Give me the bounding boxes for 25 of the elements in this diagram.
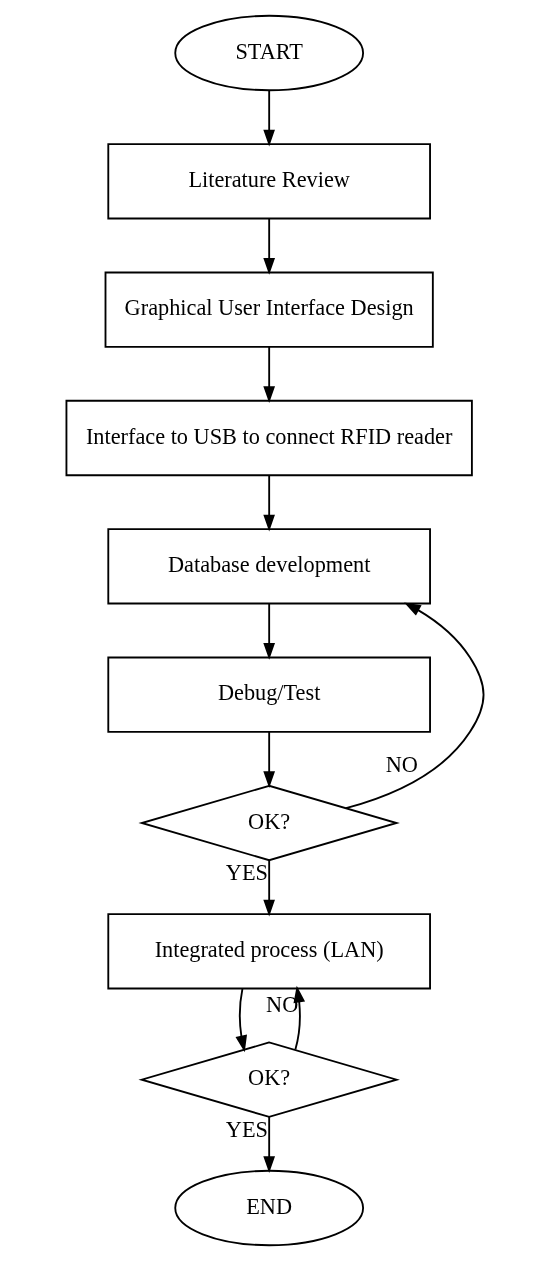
node-box: Interface to USB to connect RFID reader	[65, 399, 473, 477]
edge-label: YES	[225, 1116, 268, 1142]
node-box: Database development	[107, 528, 431, 605]
edge-label: NO	[266, 992, 299, 1018]
node-diamond: OK?	[138, 784, 400, 862]
arrow	[263, 602, 276, 660]
arrow	[263, 345, 276, 404]
arrow	[345, 602, 485, 810]
arrow	[263, 859, 276, 917]
arrow	[263, 217, 276, 275]
node-ellipse: START	[174, 14, 364, 92]
arrow	[235, 987, 247, 1053]
arrow	[263, 474, 276, 532]
edge-label: YES	[225, 860, 268, 886]
node-box: Graphical User Interface Design	[104, 271, 434, 348]
arrow	[293, 985, 306, 1051]
arrow	[263, 1115, 276, 1174]
node-box: Debug/Test	[107, 656, 431, 733]
node-diamond: OK?	[138, 1041, 400, 1118]
node-box: Integrated process (LAN)	[107, 913, 431, 990]
node-ellipse: END	[174, 1169, 364, 1247]
node-box: Literature Review	[107, 143, 431, 220]
arrow	[263, 730, 276, 789]
edge-label: NO	[385, 752, 418, 778]
arrow	[263, 89, 276, 147]
